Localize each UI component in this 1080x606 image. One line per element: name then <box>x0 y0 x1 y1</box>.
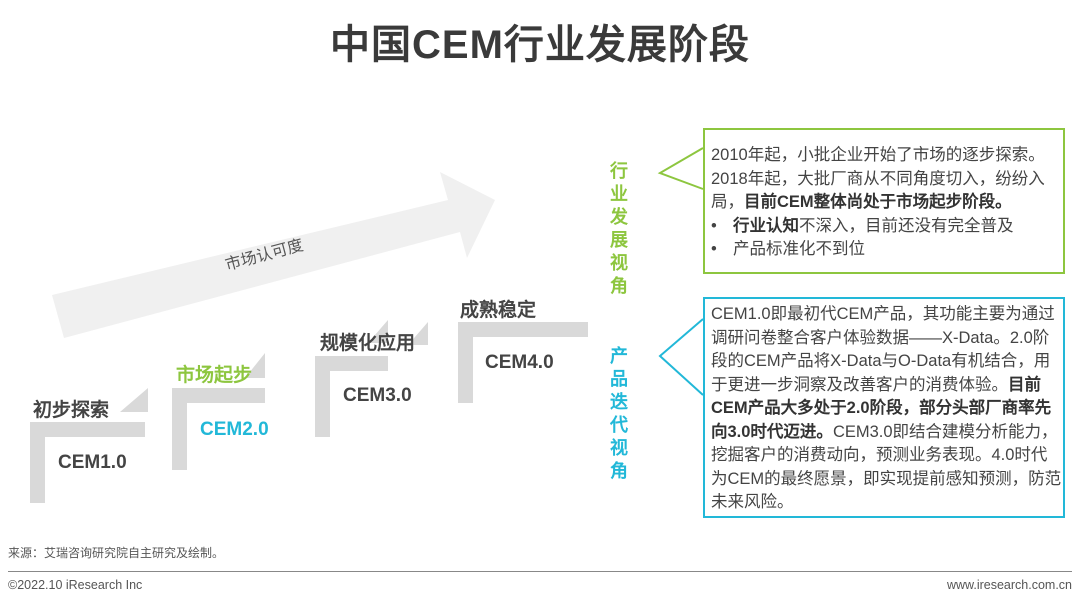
stage-label-2: 市场起步 <box>176 365 253 386</box>
step-1-shape <box>30 422 145 503</box>
product-text-2: CEM3.0即结合建模分析能力，挖掘客户的消费动向，预测业务表现。4.0时代为C… <box>711 422 1062 512</box>
industry-line-2: 2018年起，大批厂商从不同角度切入，纷纷入局，目前CEM整体尚处于市场起步阶段… <box>711 169 1045 212</box>
stage-label-1: 初步探索 <box>33 400 110 421</box>
market-recognition-arrow <box>52 172 495 338</box>
step-3-connector <box>330 356 388 371</box>
step-2-shape <box>172 388 265 470</box>
step-3-triangle <box>368 320 388 343</box>
source-note: 来源：艾瑞咨询研究院自主研究及绘制。 <box>8 546 225 560</box>
product-text-1: CEM1.0即最初代CEM产品，其功能主要为通过调研问卷整合客户体验数据——X-… <box>711 305 1055 394</box>
industry-perspective-box: 2010年起，小批企业开始了市场的逐步探索。 2018年起，大批厂商从不同角度切… <box>703 128 1065 274</box>
website-link[interactable]: www.iresearch.com.cn <box>946 578 1072 592</box>
product-perspective-label: 产品迭代视角 <box>610 346 628 481</box>
product-perspective-box: CEM1.0即最初代CEM产品，其功能主要为通过调研问卷整合客户体验数据——X-… <box>703 297 1065 518</box>
version-label-3: CEM3.0 <box>343 385 412 406</box>
product-text-bold: 目前CEM产品大多处于2.0阶段，部分头部厂商率先向3.0时代迈进。 <box>711 375 1052 441</box>
copyright: ©2022.10 iResearch Inc <box>8 578 143 592</box>
version-label-2: CEM2.0 <box>200 419 269 440</box>
stage-label-4: 成熟稳定 <box>460 300 537 321</box>
version-label-4: CEM4.0 <box>485 352 554 373</box>
footer-divider <box>8 571 1072 572</box>
industry-bullet-1: •行业认知不深入，目前还没有完全普及 <box>711 216 1014 235</box>
industry-line-1: 2010年起，小批企业开始了市场的逐步探索。 <box>711 146 1045 164</box>
industry-perspective-label: 行业发展视角 <box>610 161 628 296</box>
step-1-triangle <box>120 388 148 412</box>
version-label-1: CEM1.0 <box>58 452 127 473</box>
step-4-triangle <box>408 322 428 345</box>
step-2-triangle <box>245 353 265 378</box>
industry-bullet-2: •产品标准化不到位 <box>711 240 865 258</box>
page-title: 中国CEM行业发展阶段 <box>330 23 750 67</box>
step-4-shape <box>458 322 588 403</box>
stage-label-3: 规模化应用 <box>320 333 416 354</box>
